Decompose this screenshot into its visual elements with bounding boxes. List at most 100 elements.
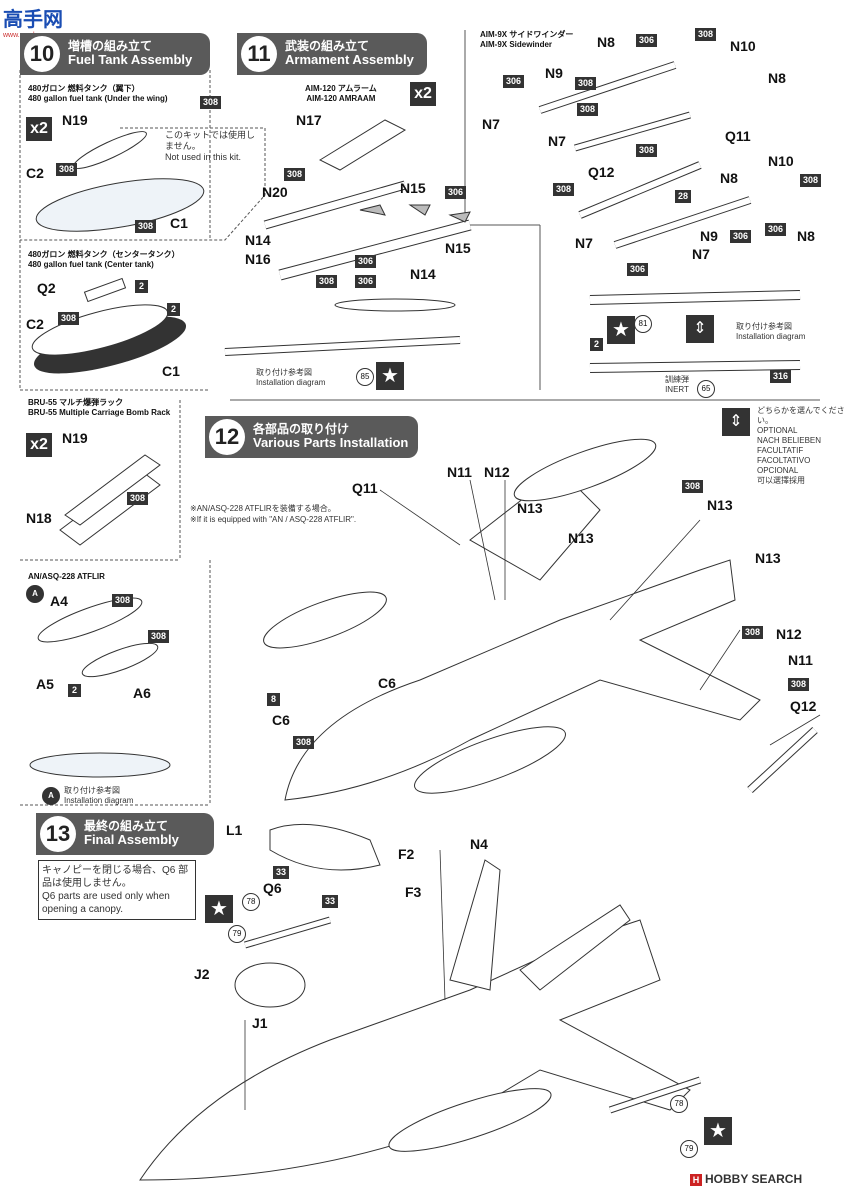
quantity-badge: x2 xyxy=(26,117,52,141)
part-label: N8 xyxy=(797,228,815,244)
step-a-badge: A xyxy=(26,585,44,603)
step-title-jp: 各部品の取り付け xyxy=(253,422,350,436)
sprue-badge: 79 xyxy=(680,1140,698,1158)
sprue-badge: 81 xyxy=(634,315,652,333)
sprue-badge: 306 xyxy=(355,275,377,288)
part-label: N13 xyxy=(517,500,543,516)
part-label: N16 xyxy=(245,251,271,267)
part-label: Q6 xyxy=(263,880,282,896)
part-label: C1 xyxy=(162,363,180,379)
step10-header: 10 増槽の組み立て Fuel Tank Assembly xyxy=(20,33,210,75)
atflir-note: ※AN/ASQ-228 ATFLIRを装備する場合。 ※If it is equ… xyxy=(190,504,357,524)
part-label: N11 xyxy=(788,652,813,668)
part-label: Q2 xyxy=(37,280,56,296)
part-label: N19 xyxy=(62,112,88,128)
part-label: C2 xyxy=(26,316,44,332)
quantity-badge: x2 xyxy=(26,433,52,457)
sprue-badge: 308 xyxy=(284,168,306,181)
part-label: Q12 xyxy=(588,164,615,180)
canopy-note: キャノピーを閉じる場合、Q6 部品は使用しません。 Q6 parts are u… xyxy=(38,860,196,920)
part-label: N10 xyxy=(768,153,794,169)
sprue-badge: 308 xyxy=(148,630,170,643)
sprue-badge: 308 xyxy=(695,28,717,41)
sprue-badge: 33 xyxy=(273,866,290,879)
step-title-en: Final Assembly xyxy=(84,832,179,847)
sprue-badge: 306 xyxy=(627,263,649,276)
step-a-badge: A xyxy=(42,787,60,805)
install-diagram-label: 取り付け参考図 Installation diagram xyxy=(736,322,806,341)
star-icon: ★ xyxy=(376,362,404,390)
part-label: Q11 xyxy=(352,480,378,496)
part-label: J1 xyxy=(252,1015,268,1031)
sprue-badge: 308 xyxy=(56,163,78,176)
optional-arrows-icon: ⇕ xyxy=(686,315,714,343)
part-label: A6 xyxy=(133,685,151,701)
part-label: F3 xyxy=(405,884,422,900)
sprue-badge: 2 xyxy=(135,280,148,293)
sidewinder-title: AIM-9X サイドワインダー AIM-9X Sidewinder xyxy=(480,30,574,49)
part-label: N7 xyxy=(575,235,593,251)
step-title-en: Various Parts Installation xyxy=(253,435,409,450)
sprue-badge: 306 xyxy=(765,223,787,236)
sprue-badge: 306 xyxy=(636,34,658,47)
sprue-badge: 306 xyxy=(445,186,467,199)
part-label: N8 xyxy=(768,70,786,86)
star-icon: ★ xyxy=(205,895,233,923)
sprue-badge: 2 xyxy=(590,338,603,351)
hobby-search-logo-icon: H xyxy=(690,1174,702,1186)
step13-header: 13 最終の組み立て Final Assembly xyxy=(36,813,214,855)
sprue-badge: 308 xyxy=(293,736,315,749)
sprue-badge: 2 xyxy=(167,303,180,316)
sprue-badge: 85 xyxy=(356,368,374,386)
part-label: A5 xyxy=(36,676,54,692)
part-label: N10 xyxy=(730,38,756,54)
part-label: N12 xyxy=(776,626,802,642)
sprue-badge: 308 xyxy=(800,174,822,187)
step-title-jp: 最終の組み立て xyxy=(84,819,169,833)
install-diagram-label: 取り付け参考図 Installation diagram xyxy=(256,368,326,387)
sprue-badge: 308 xyxy=(316,275,338,288)
step-title-en: Fuel Tank Assembly xyxy=(68,52,193,67)
part-label: N14 xyxy=(245,232,271,248)
step12-header: 12 各部品の取り付け Various Parts Installation xyxy=(205,416,418,458)
tank-wing-title: 480ガロン 燃料タンク（翼下） 480 gallon fuel tank (U… xyxy=(28,84,168,103)
part-label: N18 xyxy=(26,510,52,526)
sprue-badge: 308 xyxy=(577,103,599,116)
part-label: N7 xyxy=(692,246,710,262)
part-label: Q11 xyxy=(725,128,751,144)
part-label: N13 xyxy=(707,497,733,513)
sprue-badge: 308 xyxy=(682,480,704,493)
part-label: N8 xyxy=(597,34,615,50)
sprue-badge: 65 xyxy=(697,380,715,398)
step-title-en: Armament Assembly xyxy=(285,52,414,67)
optional-arrows-icon: ⇕ xyxy=(722,408,750,436)
part-label: A4 xyxy=(50,593,68,609)
star-icon: ★ xyxy=(607,316,635,344)
part-label: N17 xyxy=(296,112,322,128)
sprue-badge: 316 xyxy=(770,370,792,383)
step-title-jp: 増槽の組み立て xyxy=(68,39,153,53)
part-label: Q12 xyxy=(790,698,817,714)
brand-text: HOBBY SEARCH xyxy=(705,1172,803,1186)
part-label: N15 xyxy=(400,180,426,196)
part-label: N14 xyxy=(410,266,436,282)
part-label: N4 xyxy=(470,836,488,852)
sprue-badge: 28 xyxy=(675,190,692,203)
atflir-title: AN/ASQ-228 ATFLIR xyxy=(28,572,105,581)
sprue-badge: 308 xyxy=(127,492,149,505)
part-label: N8 xyxy=(720,170,738,186)
part-label: N13 xyxy=(755,550,781,566)
sprue-badge: 306 xyxy=(355,255,377,268)
sprue-badge: 33 xyxy=(322,895,339,908)
optional-note: どちらかを選んでください。 OPTIONAL NACH BELIEBEN FAC… xyxy=(757,406,845,485)
step11-header: 11 武装の組み立て Armament Assembly xyxy=(237,33,427,75)
quantity-badge: x2 xyxy=(410,82,436,106)
part-label: N9 xyxy=(545,65,563,81)
sprue-badge: 308 xyxy=(58,312,80,325)
part-label: N11 xyxy=(447,464,472,480)
sprue-badge: 78 xyxy=(670,1095,688,1113)
part-label: C6 xyxy=(272,712,290,728)
part-label: N7 xyxy=(482,116,500,132)
part-label: N20 xyxy=(262,184,288,200)
sprue-badge: 308 xyxy=(742,626,764,639)
